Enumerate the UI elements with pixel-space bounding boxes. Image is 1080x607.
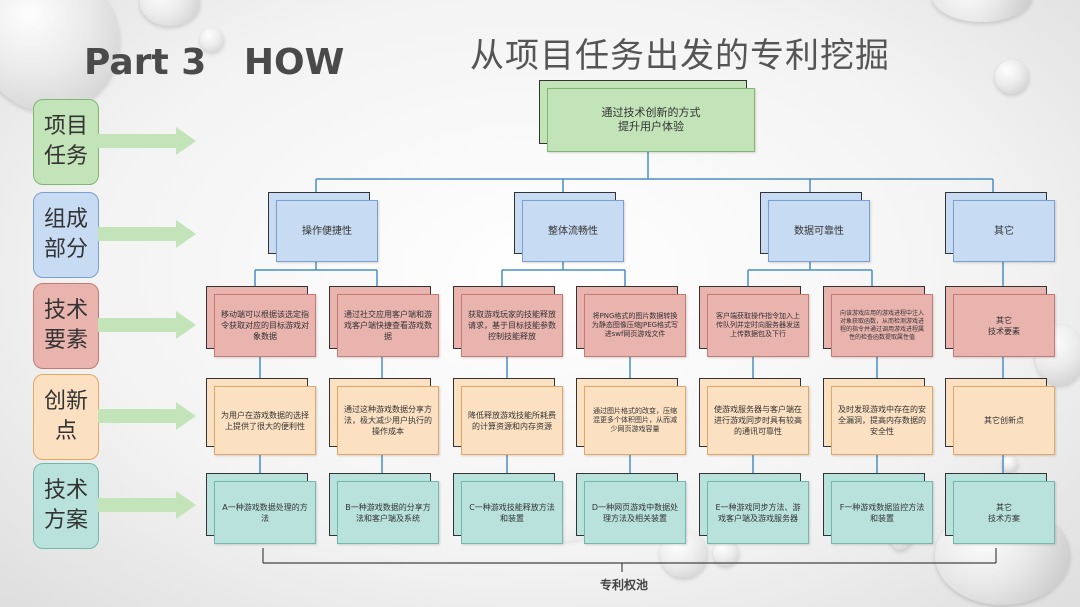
component-label: 操作便捷性 bbox=[276, 200, 378, 262]
element-label: 其它 技术要素 bbox=[953, 294, 1055, 357]
innovation-label: 使游戏服务器与客户端在进行游戏同步时具有较高的通讯可靠性 bbox=[707, 386, 809, 455]
solution-label: A一种游戏数据处理的方法 bbox=[214, 481, 316, 544]
innovation-label: 为用户在游戏数据的选择上提供了很大的便利性 bbox=[214, 386, 316, 455]
root-node: 通过技术创新的方式 提升用户体验 bbox=[539, 80, 755, 152]
water-drop bbox=[932, 0, 1032, 22]
solution-label: C一种游戏技能释放方法和装置 bbox=[461, 481, 563, 544]
element-node: 通过社交应用客户端和游戏客户端快捷查看游戏数据 bbox=[329, 286, 439, 357]
component-node: 整体流畅性 bbox=[514, 192, 624, 262]
solution-label: E一种游戏同步方法、游戏客户端及游戏服务器 bbox=[707, 481, 809, 544]
component-label: 整体流畅性 bbox=[522, 200, 624, 262]
water-drop bbox=[995, 60, 1029, 94]
innovation-label: 降低释放游戏技能所耗费的计算资源和内存资源 bbox=[461, 386, 563, 455]
side-label-components: 组成 部分 bbox=[33, 192, 99, 278]
innovation-node: 使游戏服务器与客户端在进行游戏同步时具有较高的通讯可靠性 bbox=[699, 378, 809, 455]
patent-pool-label: 专利权池 bbox=[600, 578, 649, 592]
side-label-tech-solution: 技术 方案 bbox=[33, 463, 99, 549]
component-label: 数据可靠性 bbox=[768, 200, 870, 262]
arrow-right-icon bbox=[98, 220, 196, 248]
arrow-right-icon bbox=[98, 311, 196, 339]
arrow-right-icon bbox=[98, 491, 196, 519]
arrow-right-icon bbox=[98, 402, 196, 430]
component-node: 操作便捷性 bbox=[268, 192, 378, 262]
element-node: 向该游戏应用的游戏进程中注入对象获取函数，从而检测游戏进程的指令并通过调用游戏进… bbox=[823, 286, 933, 357]
element-label: 移动端可以根据该选定指令获取对应的目标游戏对象数据 bbox=[214, 294, 316, 357]
solution-node: 其它 技术方案 bbox=[945, 473, 1055, 544]
element-label: 通过社交应用客户端和游戏客户端快捷查看游戏数据 bbox=[337, 294, 439, 357]
water-drop bbox=[200, 28, 224, 52]
solution-label: F一种游戏数据监控方法和装置 bbox=[831, 481, 933, 544]
arrow-right-icon bbox=[98, 127, 196, 155]
element-node: 获取游戏玩家的技能释放请求，基于目标技能参数控制技能释放 bbox=[453, 286, 563, 357]
element-node: 客户端获取操作指令加入上传队列并定时向服务器发送上传数据包及下行 bbox=[699, 286, 809, 357]
side-label-innovation: 创新 点 bbox=[33, 374, 99, 460]
solution-node: D一种网页游戏中数据处理方法及相关装置 bbox=[576, 473, 686, 544]
innovation-node: 及时发现游戏中存在的安全漏洞，提高内存数据的安全性 bbox=[823, 378, 933, 455]
water-drop bbox=[713, 540, 739, 566]
innovation-label: 通过这种游戏数据分享方法，极大减少用户执行的操作成本 bbox=[337, 386, 439, 455]
solution-node: F一种游戏数据监控方法和装置 bbox=[823, 473, 933, 544]
solution-label: D一种网页游戏中数据处理方法及相关装置 bbox=[584, 481, 686, 544]
component-node: 其它 bbox=[945, 192, 1055, 262]
innovation-label: 及时发现游戏中存在的安全漏洞，提高内存数据的安全性 bbox=[831, 386, 933, 455]
side-label-tech-elements: 技术 要素 bbox=[33, 283, 99, 369]
element-label: 向该游戏应用的游戏进程中注入对象获取函数，从而检测游戏进程的指令并通过调用游戏进… bbox=[831, 294, 933, 357]
element-label: 获取游戏玩家的技能释放请求，基于目标技能参数控制技能释放 bbox=[461, 294, 563, 357]
innovation-label: 其它创新点 bbox=[953, 386, 1055, 455]
solution-node: E一种游戏同步方法、游戏客户端及游戏服务器 bbox=[699, 473, 809, 544]
water-drop bbox=[1002, 456, 1018, 472]
page-title: 从项目任务出发的专利挖掘 bbox=[470, 36, 890, 76]
solution-node: C一种游戏技能释放方法和装置 bbox=[453, 473, 563, 544]
innovation-node: 降低释放游戏技能所耗费的计算资源和内存资源 bbox=[453, 378, 563, 455]
component-label: 其它 bbox=[953, 200, 1055, 262]
innovation-node: 其它创新点 bbox=[945, 378, 1055, 455]
innovation-label: 通过图片格式的改变，压缩混更多个体积图片，从而减少网页游戏容量 bbox=[584, 386, 686, 455]
innovation-node: 为用户在游戏数据的选择上提供了很大的便利性 bbox=[206, 378, 316, 455]
solution-node: B一种游戏数据的分享方法和客户端及系统 bbox=[329, 473, 439, 544]
element-label: 将PNG格式的图片数据转换为静态图像压缩JPEG格式写进swf网页游戏文件 bbox=[584, 294, 686, 357]
component-node: 数据可靠性 bbox=[760, 192, 870, 262]
solution-label: B一种游戏数据的分享方法和客户端及系统 bbox=[337, 481, 439, 544]
root-node-label: 通过技术创新的方式 提升用户体验 bbox=[547, 88, 755, 152]
solution-label: 其它 技术方案 bbox=[953, 481, 1055, 544]
innovation-node: 通过这种游戏数据分享方法，极大减少用户执行的操作成本 bbox=[329, 378, 439, 455]
element-node: 其它 技术要素 bbox=[945, 286, 1055, 357]
part-title: Part 3 HOW bbox=[84, 42, 345, 83]
element-node: 将PNG格式的图片数据转换为静态图像压缩JPEG格式写进swf网页游戏文件 bbox=[576, 286, 686, 357]
innovation-node: 通过图片格式的改变，压缩混更多个体积图片，从而减少网页游戏容量 bbox=[576, 378, 686, 455]
solution-node: A一种游戏数据处理的方法 bbox=[206, 473, 316, 544]
element-label: 客户端获取操作指令加入上传队列并定时向服务器发送上传数据包及下行 bbox=[707, 294, 809, 357]
element-node: 移动端可以根据该选定指令获取对应的目标游戏对象数据 bbox=[206, 286, 316, 357]
side-label-project-task: 项目 任务 bbox=[33, 99, 99, 185]
